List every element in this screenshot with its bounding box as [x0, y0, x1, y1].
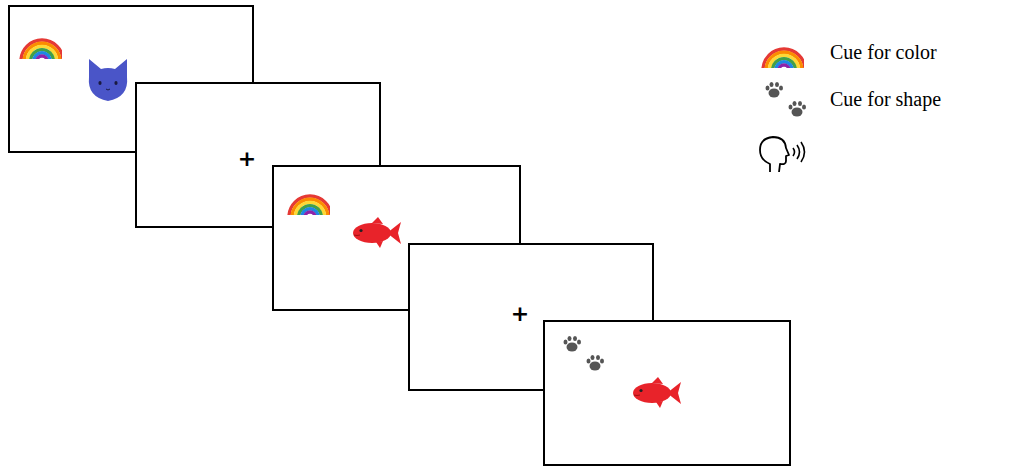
shape-cue-icon: [564, 336, 605, 371]
trial-frame: [543, 320, 791, 466]
shape-cue-icon: [764, 81, 810, 121]
color-cue-icon: [760, 32, 804, 72]
fixation-cross: +: [511, 303, 529, 325]
cat-stimulus: [89, 59, 127, 101]
fish-stimulus: [633, 377, 681, 408]
color-cue-icon: [21, 40, 63, 82]
speaking-head-icon: [756, 134, 818, 176]
legend-label: Cue for shape: [830, 88, 941, 110]
fish-stimulus: [353, 217, 401, 248]
color-cue-icon: [289, 196, 331, 238]
fixation-cross: +: [238, 148, 256, 170]
legend-label: Cue for color: [830, 41, 937, 63]
